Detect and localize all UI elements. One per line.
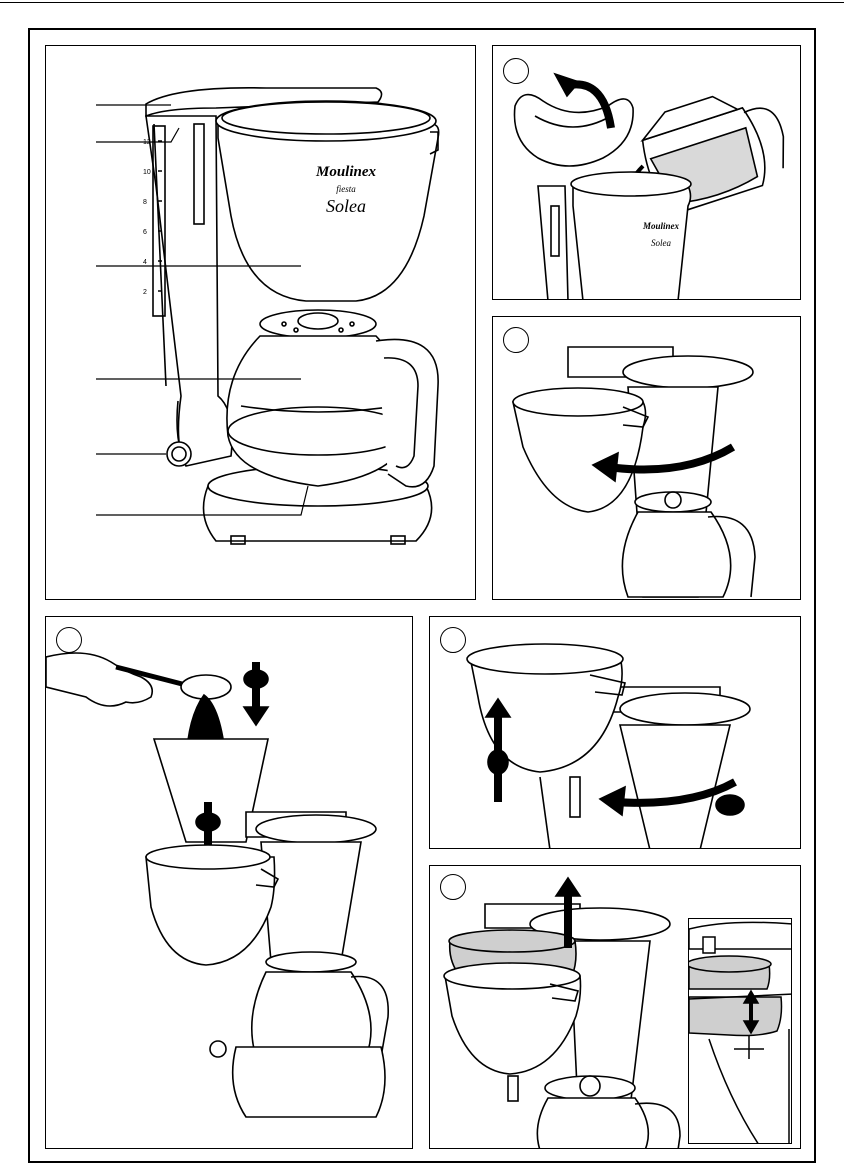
- cup-scale-mark: 8: [143, 199, 147, 206]
- detail-inset-illustration: [689, 921, 791, 1143]
- panel-close-filter: [429, 616, 801, 849]
- panel-add-coffee: [45, 616, 413, 1149]
- step-badge: [503, 327, 529, 353]
- panel-fill-water: Moulinex Solea: [492, 45, 801, 300]
- step-badge: [440, 627, 466, 653]
- fill-water-illustration: Moulinex Solea: [513, 72, 785, 299]
- lift-filter-illustration: [443, 876, 681, 1148]
- cup-scale-mark: 4: [143, 259, 147, 266]
- coffee-maker-illustration: Moulinex fiesta Solea 12 10 8 6 4 2: [96, 87, 440, 545]
- brand-label: Moulinex: [642, 221, 680, 231]
- add-coffee-illustration: [46, 652, 389, 1118]
- model-label: Solea: [326, 196, 366, 216]
- panel-lift-filter: [429, 865, 801, 1149]
- cup-scale-mark: 2: [143, 289, 147, 296]
- page-frame: [28, 28, 816, 1163]
- detail-inset: [688, 918, 792, 1144]
- cup-scale-mark: 10: [143, 169, 151, 176]
- cup-scale-mark: 12: [143, 139, 151, 146]
- panel-swing-filter: [492, 316, 801, 600]
- close-filter-illustration: [466, 643, 751, 848]
- series-label: fiesta: [336, 184, 356, 194]
- step-badge: [56, 627, 82, 653]
- model-label: Solea: [651, 238, 671, 248]
- panel-main-diagram: Moulinex fiesta Solea 12 10 8 6 4 2: [45, 45, 476, 600]
- swing-filter-illustration: [512, 346, 756, 598]
- step-badge: [503, 58, 529, 84]
- cup-scale: 12 10 8 6 4 2: [143, 139, 151, 296]
- step-badge: [440, 874, 466, 900]
- brand-label: Moulinex: [315, 164, 377, 180]
- cup-scale-mark: 6: [143, 229, 147, 236]
- top-rule: [0, 2, 844, 3]
